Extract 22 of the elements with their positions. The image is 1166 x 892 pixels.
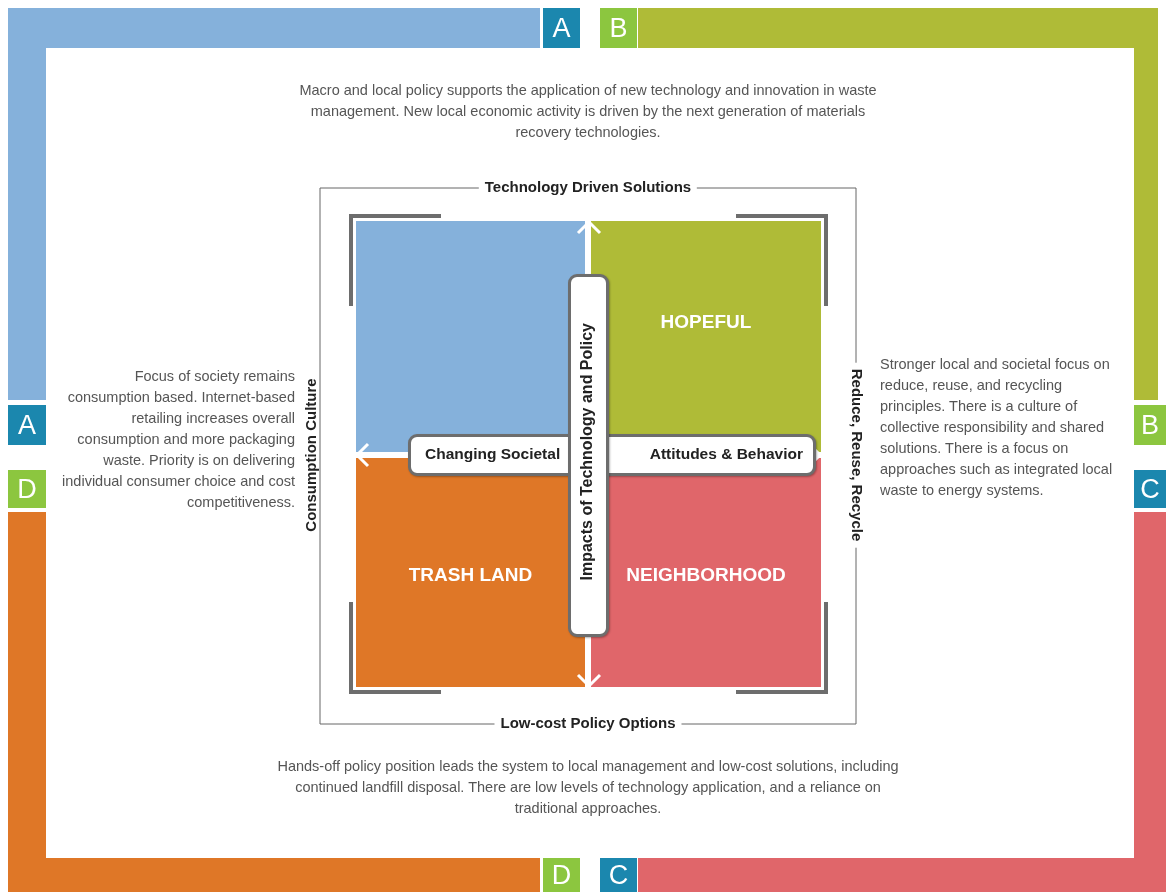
axis-title: Changing Societal	[425, 445, 561, 463]
scenario-description: Macro and local policy supports the application of new technology and innovation in waste management. New local economic activity is driven by the next generation of materials recovery technologies.	[298, 81, 878, 143]
label-bar	[568, 274, 609, 637]
scenario-title: HOPEFUL	[660, 310, 752, 333]
axis-label: Low-cost Policy Options	[494, 714, 682, 731]
scenario-title: NEIGHBORHOOD	[626, 563, 786, 586]
letter-tab: D	[543, 858, 580, 892]
scenario-title: TRASH LAND	[408, 563, 533, 586]
letter-tab: C	[600, 858, 637, 892]
scenario-description: Focus of society remains consumption based. Internet-based retailing increases overall consumption and more packaging waste. Priority is on delivering individual consumer choice and cost competitiveness.	[61, 367, 295, 513]
axis-label: Reduce, Reuse, Recycle	[848, 362, 866, 548]
letter-tab: A	[543, 8, 580, 48]
letter-tab: C	[1134, 470, 1166, 508]
axis-title: Attitudes & Behavior	[649, 445, 803, 463]
axis-title: Impacts of Technology and Policy	[578, 323, 596, 581]
letter-tab: B	[600, 8, 637, 48]
letter-tab: B	[1134, 405, 1166, 445]
letter-tab: D	[8, 470, 46, 508]
scenario-description: Hands-off policy position leads the system to local management and low-cost solutions, including continued landfill disposal. There are low levels of technology application, and a reliance on traditional approaches.	[276, 757, 900, 819]
scenario-description: Stronger local and societal focus on reduce, reuse, and recycling principles. There is a culture of collective responsibility and shared solutions. There is a focus on approaches such as integrated local waste to energy systems.	[880, 355, 1114, 501]
axis-label: Technology Driven Solutions	[478, 178, 698, 195]
letter-tab: A	[8, 405, 46, 445]
